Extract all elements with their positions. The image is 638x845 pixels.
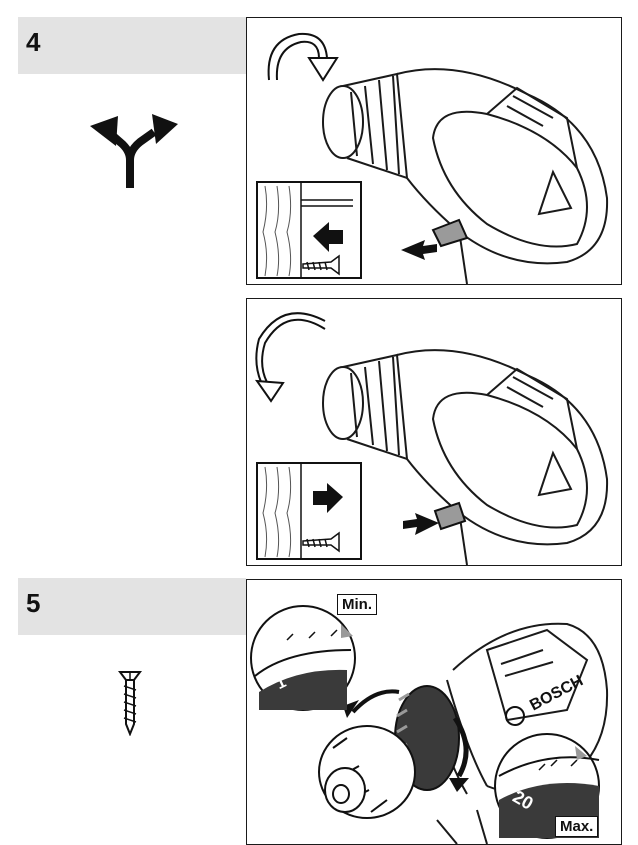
screw-out-inset [256,181,362,279]
arrow-right-icon [313,483,343,513]
direction-switch [431,218,469,248]
direction-fork-icon [90,114,178,188]
step-5-header: 5 [18,578,246,635]
torque-setting-figure: BOSCH 1 20 Min. Max. [246,579,622,845]
adjust-arrow-icon [351,689,400,714]
arrow-left-icon [313,222,343,252]
forward-rotation-figure [246,17,622,285]
push-arrow-right-icon [403,513,439,535]
screw-in-inset [256,462,362,560]
counterclockwise-arrow-icon [254,312,326,403]
brand-logo-icon [505,706,525,726]
drill-illustration [322,68,609,284]
push-arrow-left-icon [401,240,437,260]
reverse-rotation-figure [246,298,622,566]
max-magnifier: 20 [494,733,600,839]
screw-icon [118,671,142,736]
drill-illustration [322,349,609,565]
min-magnifier: 1 [250,605,356,711]
min-label: Min. [337,594,377,615]
step-number: 5 [26,588,41,618]
step-number: 4 [26,27,41,57]
clockwise-arrow-icon [267,32,339,82]
chuck [318,725,416,819]
max-label: Max. [555,816,599,837]
step-4-header: 4 [18,17,246,74]
brand-label: BOSCH [527,672,586,714]
